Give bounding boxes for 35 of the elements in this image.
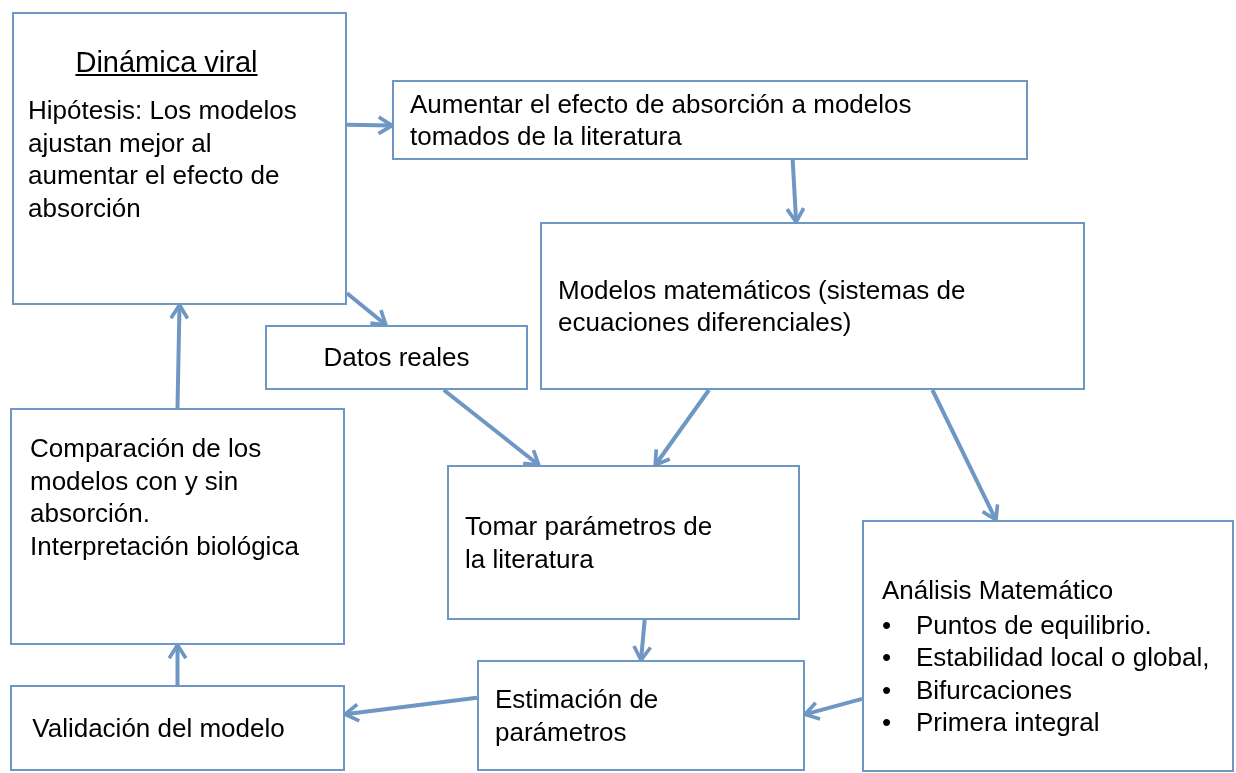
- bullet-marker: •: [882, 706, 893, 739]
- box-text: Comparación de los modelos con y sin absorción. Interpretación biológica: [30, 432, 300, 562]
- bullet-item: Primera integral: [916, 706, 1101, 739]
- bullet-marker: •: [882, 673, 893, 706]
- bullet-marker: •: [882, 641, 893, 674]
- arrow: [930, 389, 1000, 522]
- process-box: [10, 408, 345, 645]
- process-box: [12, 12, 347, 305]
- arrow: [632, 619, 653, 662]
- bullet-marker: •: [882, 608, 893, 641]
- bullet-item: Puntos de equilibrio.: [916, 608, 1153, 641]
- box-text: Aumentar el efecto de absorción a modelos tomados de la literatura: [410, 87, 913, 153]
- process-box: [447, 465, 800, 620]
- box-text: Modelos matemáticos (sistemas de ecuaciones diferenciales): [558, 273, 967, 339]
- arrow: [653, 388, 711, 467]
- box-text: Hipótesis: Los modelos ajustan mejor al aumentar el efecto de absorción: [28, 95, 297, 223]
- arrow: [167, 643, 188, 685]
- box-text: Datos reales: [322, 341, 471, 374]
- arrow: [442, 388, 541, 467]
- bullet-item: Bifurcaciones: [916, 673, 1074, 706]
- process-box: [477, 660, 805, 771]
- process-box: [862, 520, 1234, 772]
- process-box: [392, 80, 1028, 160]
- process-box: [540, 222, 1085, 390]
- bullet-item: Estabilidad local o global,: [916, 641, 1211, 674]
- box-heading: Análisis Matemático: [882, 575, 1114, 605]
- arrow: [169, 303, 190, 409]
- box-heading: Dinámica viral: [75, 46, 258, 78]
- box-text: Validación del modelo: [31, 711, 286, 745]
- box-text: Tomar parámetros de la literatura: [465, 510, 714, 575]
- process-box: [10, 685, 345, 771]
- box-text: Estimación de parámetros: [495, 683, 660, 748]
- arrow: [785, 159, 806, 224]
- arrow: [346, 115, 394, 136]
- process-box: [265, 325, 528, 390]
